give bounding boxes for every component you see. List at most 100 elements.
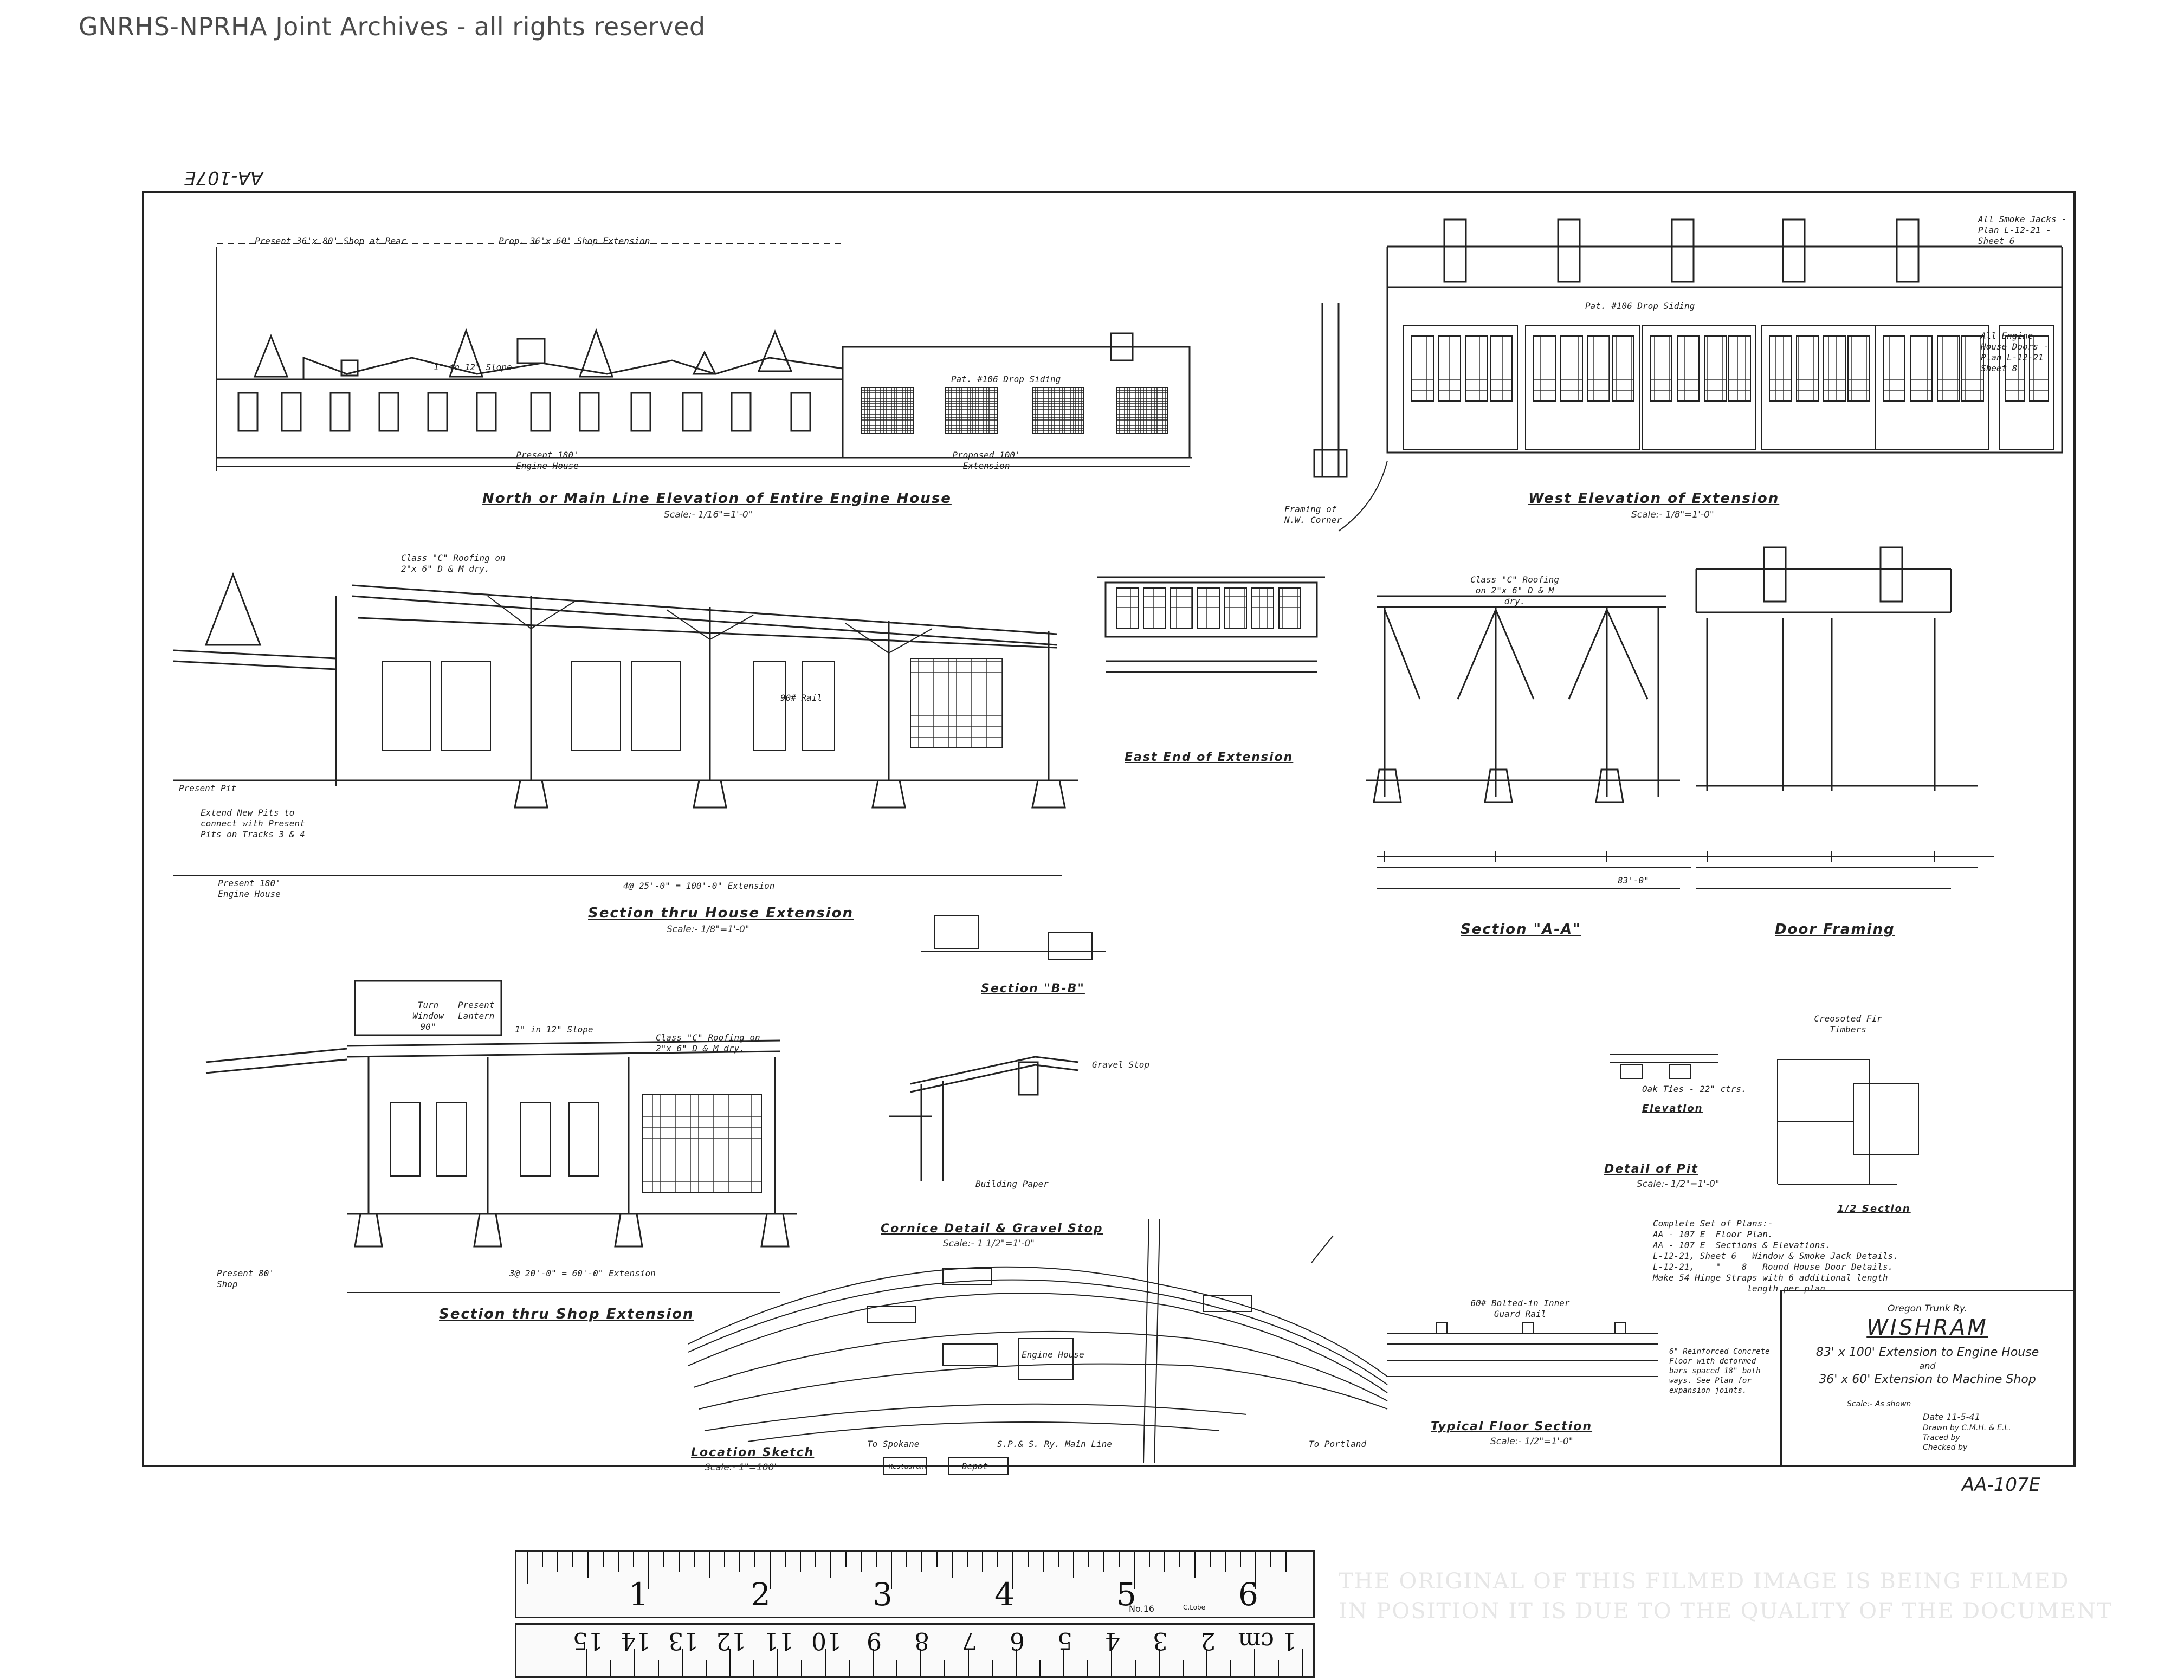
ruler-cm-14: 14 [621, 1627, 651, 1655]
label-gravel-stop: Gravel Stop [1092, 1059, 1149, 1070]
drawing-number-bottom: AA-107E [1962, 1474, 2041, 1496]
label-present-pit: Present Pit [179, 783, 236, 793]
west-elevation-title: West Elevation of Extension [1528, 490, 1780, 507]
plans-note: Complete Set of Plans:- AA - 107 E Floor… [1653, 1218, 1898, 1294]
north-elevation-scale: Scale:- 1/16"=1'-0" [664, 509, 753, 520]
cornice-detail-drawing [889, 1056, 1079, 1181]
label-engine-house-loc: Engine House [1022, 1349, 1084, 1360]
section-house-scale: Scale:- 1/8"=1'-0" [667, 924, 749, 935]
ruler-cm-6: 6 [1010, 1627, 1025, 1655]
label-inner-guard: 60# Bolted-in Inner Guard Rail [1470, 1298, 1570, 1319]
label-roofing-aa: Class "C" Roofing on 2"x 6" D & M dry. [1470, 574, 1559, 606]
ruler-inch-5: 5 [1116, 1576, 1136, 1613]
label-prop-shop: Prop. 36'x 60' Shop Extension [499, 236, 650, 246]
label-engine-doors: All Engine House Doors - Plan L-12-21 Sh… [1981, 331, 2049, 373]
section-house-drawing [173, 572, 1078, 876]
title-date: Date 11-5-41 [1923, 1412, 1980, 1422]
label-ext-dim: 4@ 25'-0" = 100'-0" Extension [623, 881, 775, 891]
drawing-sheet [142, 191, 2076, 1467]
title-line1: 83' x 100' Extension to Engine House [1815, 1346, 2039, 1359]
plans-note-line: AA - 107 E Floor Plan. [1653, 1229, 1773, 1239]
ruler-cm-7: 7 [962, 1627, 977, 1655]
ruler-cm-4: 4 [1105, 1627, 1120, 1655]
section-bb-title: Section "B-B" [981, 982, 1085, 996]
label-to-portland: To Portland [1309, 1439, 1366, 1449]
label-drop-siding: Pat. #106 Drop Siding [951, 374, 1061, 384]
label-to-spokane: To Spokane [867, 1439, 920, 1449]
title-block: Oregon Trunk Ry. WISHRAM 83' x 100' Exte… [1780, 1290, 2073, 1466]
label-slope-north: 1" in 12" Slope [434, 362, 512, 372]
west-elevation-scale: Scale:- 1/8"=1'-0" [1631, 509, 1714, 520]
ruler-cm-8: 8 [914, 1627, 929, 1655]
label-smoke-jacks: All Smoke Jacks - Plan L-12-21 - Sheet 6 [1978, 214, 2067, 246]
ruler-cm-9: 9 [867, 1627, 882, 1655]
label-slope-shop: 1" in 12" Slope [515, 1024, 593, 1035]
label-building-paper: Building Paper [975, 1179, 1049, 1189]
ruler-cm-15: 15 [573, 1627, 603, 1655]
title-railroad: Oregon Trunk Ry. [1887, 1303, 1967, 1314]
title-checked: Checked by [1923, 1443, 1968, 1452]
label-depot: Depot [962, 1461, 988, 1471]
filming-stamp-line-1: THE ORIGINAL OF THIS FILMED IMAGE IS BEI… [1339, 1569, 2070, 1594]
typical-floor-drawing [1387, 1322, 1658, 1377]
cornice-title: Cornice Detail & Gravel Stop [881, 1222, 1103, 1236]
label-restaurant: Restaurant [889, 1463, 928, 1470]
ruler-inch-4: 4 [994, 1576, 1015, 1613]
typical-floor-title: Typical Floor Section [1431, 1420, 1593, 1433]
label-reinforced: 6" Reinforced Concrete Floor with deform… [1669, 1347, 1770, 1395]
ruler-cm-5: 5 [1057, 1627, 1072, 1655]
ruler-inch-3: 3 [873, 1576, 893, 1613]
label-present-house: Present 180' Engine House [516, 450, 579, 471]
title-station: WISHRAM [1866, 1315, 1988, 1340]
filming-stamp-line-2: IN POSITION IT IS DUE TO THE QUALITY OF … [1339, 1599, 2112, 1624]
plans-note-line: L-12-21, " 8 Round House Door Details. [1653, 1262, 1894, 1272]
location-sketch-drawing [688, 1219, 1388, 1475]
section-house-title: Section thru House Extension [588, 905, 854, 921]
label-shop-dim: 3@ 20'-0" = 60'-0" Extension [509, 1268, 656, 1278]
label-turn-window: Turn Window 90" [412, 1000, 444, 1032]
ruler-cm-12: 12 [716, 1627, 746, 1655]
title-drawn: Drawn by C.M.H. & E.L. [1923, 1424, 2011, 1432]
label-drop-siding-west: Pat. #106 Drop Siding [1585, 301, 1695, 311]
ruler-inch-6: 6 [1238, 1576, 1258, 1613]
ruler-inch-2: 2 [751, 1576, 771, 1613]
north-elevation-title: North or Main Line Elevation of Entire E… [482, 490, 952, 507]
detail-pit-drawing [1610, 1054, 1919, 1185]
label-present-shop: Present 36'x 80' Shop at Rear [255, 236, 406, 246]
elevation-pit-title: Elevation [1642, 1103, 1703, 1114]
door-framing-drawing [1695, 546, 1978, 889]
location-scale: Scale:- 1"=100' [705, 1462, 777, 1473]
label-proposed-ext: Proposed 100' Extension [952, 450, 1020, 471]
typical-floor-scale: Scale:- 1/2"=1'-0" [1490, 1436, 1573, 1447]
label-total-83: 83'-0" [1618, 875, 1649, 886]
plans-note-line: Complete Set of Plans:- [1653, 1218, 1773, 1229]
half-section-title: 1/2 Section [1837, 1203, 1911, 1214]
label-present-80: Present 80' Shop [217, 1268, 274, 1289]
label-present-lantern: Present Lantern [458, 1000, 495, 1021]
door-framing-title: Door Framing [1775, 921, 1895, 938]
ruler-model: No.16 [1129, 1604, 1154, 1614]
ruler-cm-3: 3 [1153, 1627, 1168, 1655]
east-end-title: East End of Extension [1125, 751, 1294, 764]
label-roofing-shop: Class "C" Roofing on 2"x 6" D & M dry. [656, 1032, 760, 1054]
section-aa-drawing [1366, 595, 1691, 889]
plans-note-line: AA - 107 E Sections & Elevations. [1653, 1240, 1831, 1250]
inch-ruler: 1 2 3 4 5 6 No.16 C.Lobe [515, 1550, 1315, 1618]
ruler-cm-2: 2 [1200, 1627, 1216, 1655]
title-and: and [1919, 1361, 1936, 1371]
label-framing-nw: Framing of N.W. Corner [1284, 504, 1342, 525]
section-shop-title: Section thru Shop Extension [439, 1306, 694, 1322]
section-aa-title: Section "A-A" [1461, 921, 1581, 938]
section-shop-drawing [205, 980, 797, 1293]
cm-ruler: 1 cm 2 3 4 5 6 7 8 9 10 11 12 13 14 15 [515, 1623, 1315, 1678]
label-extend-pits: Extend New Pits to connect with Present … [201, 807, 305, 839]
ruler-brand: C.Lobe [1183, 1604, 1207, 1611]
label-sps-main: S.P.& S. Ry. Main Line [997, 1439, 1112, 1449]
label-rail-house: 90# Rail [780, 693, 823, 703]
label-present-180: Present 180' Engine House [218, 878, 281, 899]
section-bb-drawing [921, 915, 1106, 960]
title-scale: Scale:- As shown [1847, 1400, 1911, 1408]
detail-pit-scale: Scale:- 1/2"=1'-0" [1637, 1179, 1720, 1190]
title-traced: Traced by [1923, 1433, 1960, 1442]
